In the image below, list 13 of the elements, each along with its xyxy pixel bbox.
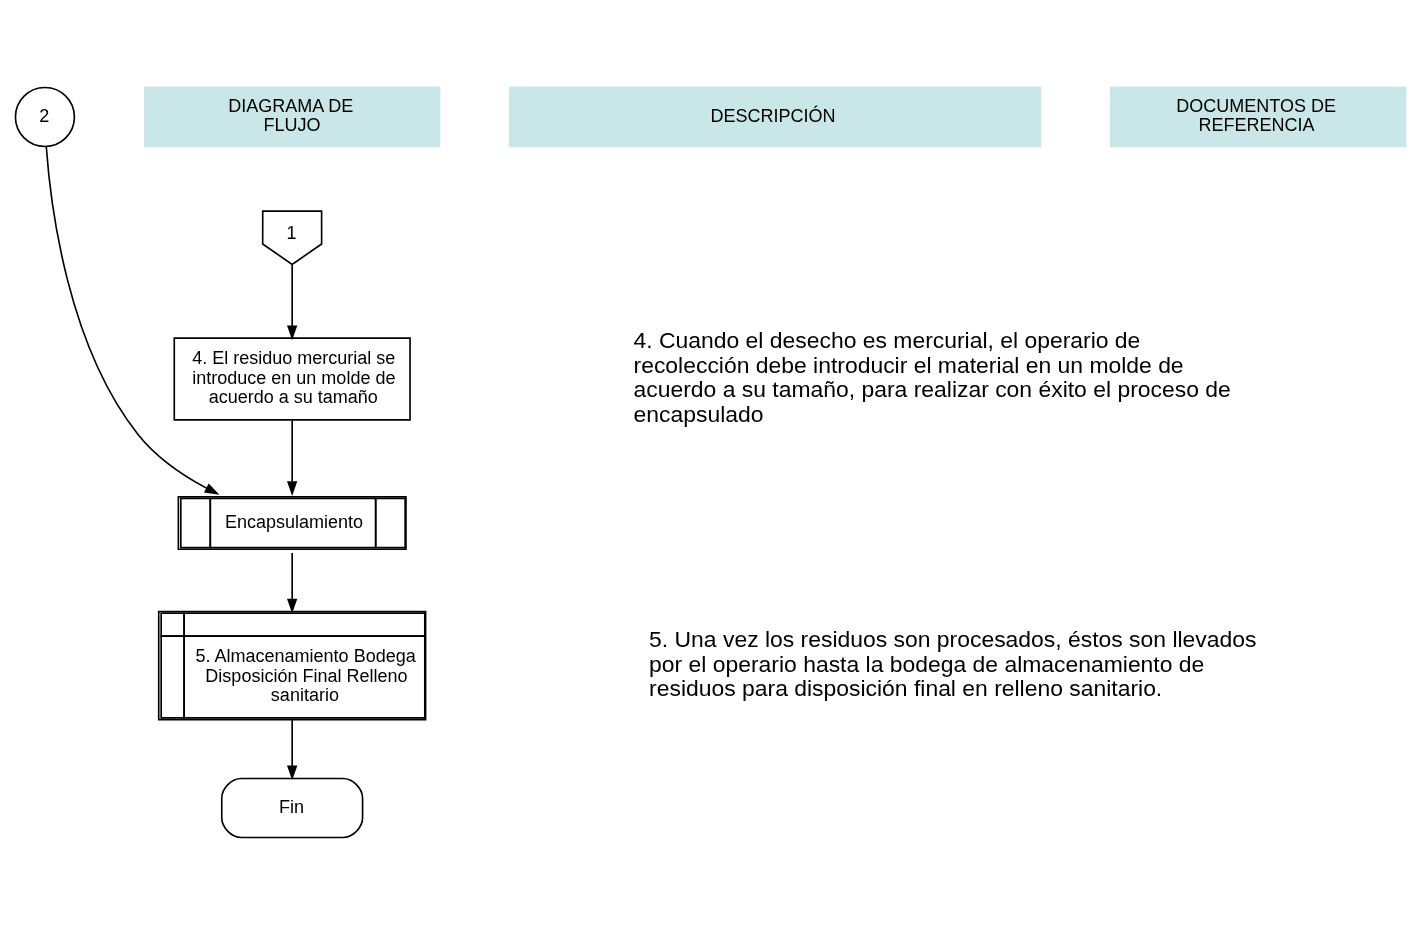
arrow [287, 718, 298, 781]
label: DESCRIPCIÓN [710, 105, 836, 126]
arrow [287, 419, 298, 496]
arrow [45, 145, 220, 495]
arrow [287, 264, 298, 341]
label: 4. Cuando el desecho es mercurial, el operario de recolección debe introducir el material en un molde de acuerdo a su tamaño, para realizar con éxito el proceso de encapsulado [633, 327, 1231, 427]
label: DIAGRAMA DE FLUJO [228, 95, 354, 136]
arrow [287, 552, 298, 614]
node-box: 4. El residuo mercurial se introduce en un molde de acuerdo a su tamaño [173, 337, 411, 421]
node-circle: 2 [14, 86, 76, 148]
node-box: Fin [220, 777, 364, 839]
label: DOCUMENTOS DE REFERENCIA [1176, 95, 1337, 136]
label: 5. Una vez los residuos son procesados, éstos son llevados por el operario hasta la bodega de almacenamiento de residuos para disposición final en relleno sanitario. [649, 626, 1257, 702]
